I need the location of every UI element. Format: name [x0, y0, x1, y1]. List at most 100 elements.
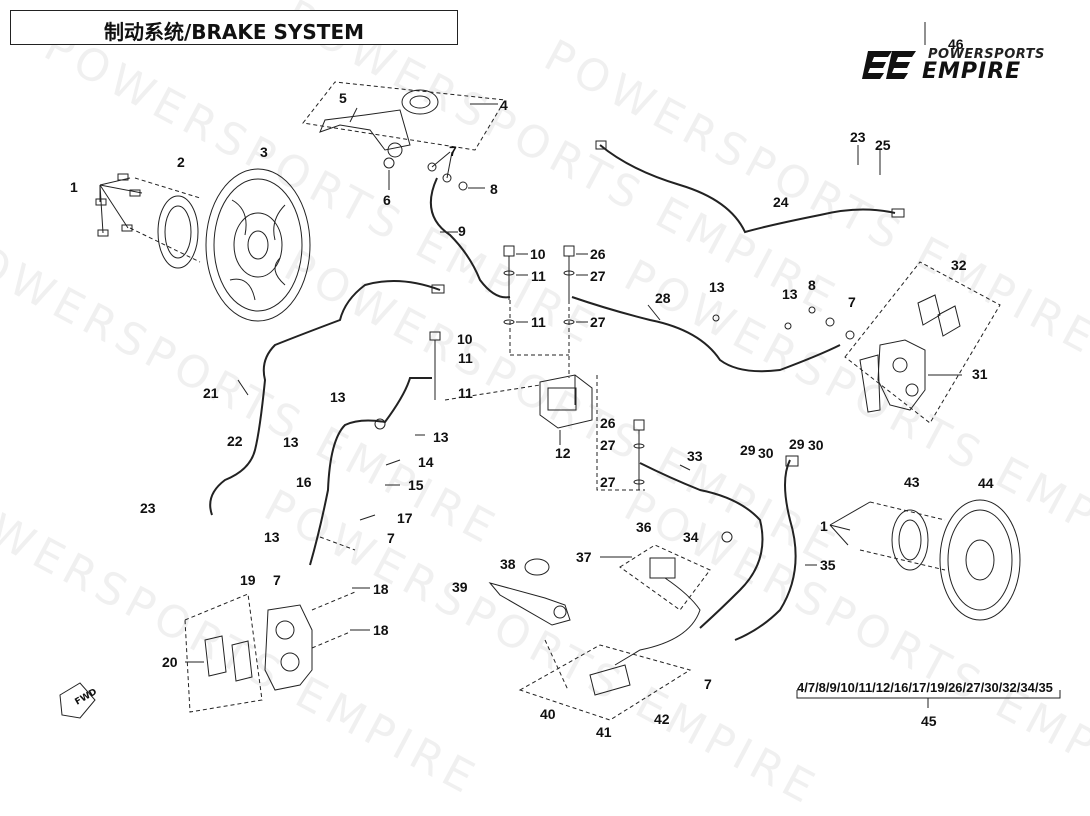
part-number: 1 [70, 179, 78, 195]
brake-hose-28 [571, 296, 841, 373]
part-number: 10 [530, 246, 546, 262]
brand-logo-mark-icon [862, 51, 916, 79]
part-number: 26 [590, 246, 606, 262]
part-number: 39 [452, 579, 468, 595]
brake-hose-9 [429, 177, 511, 299]
brand-logo: POWERSPORTS EMPIRE [862, 45, 1062, 87]
part-number: 44 [978, 475, 994, 491]
part-number: 32 [951, 257, 967, 273]
brake-hose-16 [309, 377, 432, 566]
part-number: 15 [408, 477, 424, 493]
group-box-31 [844, 261, 1001, 424]
part-number: 18 [373, 622, 389, 638]
part-number: 31 [972, 366, 988, 382]
front-caliper [264, 604, 313, 691]
part-number: 41 [596, 724, 612, 740]
part-number: 36 [636, 519, 652, 535]
part-number: 7 [449, 143, 457, 159]
part-number: 27 [590, 268, 606, 284]
part-number: 13 [264, 529, 280, 545]
part-number: 11 [531, 268, 546, 284]
banjo-bolts-top [503, 245, 588, 378]
part-number: 12 [555, 445, 571, 461]
part-number: 13 [709, 279, 725, 295]
part-number: 33 [687, 448, 703, 464]
brake-hose-33 [639, 462, 764, 629]
exploded-diagram: FWD 1 2 3 4 5 6 7 8 9 10 11 11 26 27 27 … [59, 22, 1061, 740]
part-number: 37 [576, 549, 592, 565]
abs-sensor-cable-22 [209, 280, 441, 516]
part-number: 11 [458, 385, 473, 401]
part-number: 42 [654, 711, 670, 727]
front-brake-pads [204, 635, 253, 682]
part-number: 11 [458, 350, 473, 366]
part-number: 8 [808, 277, 816, 293]
part-numbers: 1 2 3 4 5 6 7 8 9 10 11 11 26 27 27 28 1… [70, 36, 994, 740]
part-number: 25 [875, 137, 891, 153]
spring-38 [524, 558, 550, 576]
part-number: 28 [655, 290, 671, 306]
part-number: 13 [283, 434, 299, 450]
part-number: 27 [600, 437, 616, 453]
front-brake-disc [205, 168, 311, 322]
part-number: 40 [540, 706, 556, 722]
front-master-cylinder [319, 89, 439, 158]
front-disc-carrier [157, 195, 199, 269]
kit-parts-label: 4/7/8/9/10/11/12/16/17/19/26/27/30/32/34… [797, 680, 1053, 695]
part-number: 22 [227, 433, 243, 449]
part-number: 16 [296, 474, 312, 490]
rear-disc-carrier [891, 509, 929, 571]
part-number: 19 [240, 572, 256, 588]
fwd-arrow-icon [59, 682, 96, 719]
part-number: 7 [704, 676, 712, 692]
part-number: 34 [683, 529, 699, 545]
part-number: 29 [740, 442, 756, 458]
part-number: 13 [782, 286, 798, 302]
part-number: 35 [820, 557, 836, 573]
abs-module [539, 374, 593, 429]
part-number: 27 [590, 314, 606, 330]
part-number: 5 [339, 90, 347, 106]
rear-brake-disc [939, 499, 1021, 621]
part-number: 8 [490, 181, 498, 197]
part-number: 26 [600, 415, 616, 431]
part-number: 7 [848, 294, 856, 310]
part-number: 29 [789, 436, 805, 452]
part-number: 17 [397, 510, 413, 526]
abs-sensor-cable-24 [599, 144, 896, 234]
part-number: 9 [458, 223, 466, 239]
rear-master-cylinder [589, 557, 701, 696]
rear-caliper [859, 339, 926, 413]
disc-bolts-front [95, 173, 201, 263]
part-number: 7 [387, 530, 395, 546]
part-number: 18 [373, 581, 389, 597]
part-number: 45 [921, 713, 937, 729]
part-number: 6 [383, 192, 391, 208]
logo-text: EMPIRE [922, 59, 1022, 84]
part-number: 23 [850, 129, 866, 145]
part-number: 4 [500, 97, 508, 113]
disc-bolts-rear [829, 501, 946, 571]
group-box-4 [302, 81, 506, 151]
rear-brake-pads [917, 294, 961, 337]
brake-hose-35 [734, 459, 797, 641]
part-number: 10 [457, 331, 473, 347]
part-number: 27 [600, 474, 616, 490]
part-number: 30 [758, 445, 774, 461]
part-number: 2 [177, 154, 185, 170]
part-number: 11 [531, 314, 546, 330]
page-title: 制动系统/BRAKE SYSTEM [103, 20, 365, 44]
part-number: 14 [418, 454, 434, 470]
part-number: 46 [948, 36, 964, 52]
group-box-36 [619, 544, 711, 611]
part-number: 21 [203, 385, 219, 401]
logo-subtext: POWERSPORTS [928, 47, 1045, 62]
group-box-41 [518, 644, 692, 721]
part-number: 20 [162, 654, 178, 670]
title-box: 制动系统/BRAKE SYSTEM [10, 10, 458, 45]
part-number: 1 [820, 518, 828, 534]
switch-6 [383, 157, 395, 169]
part-number: 23 [140, 500, 156, 516]
part-number: 3 [260, 144, 268, 160]
